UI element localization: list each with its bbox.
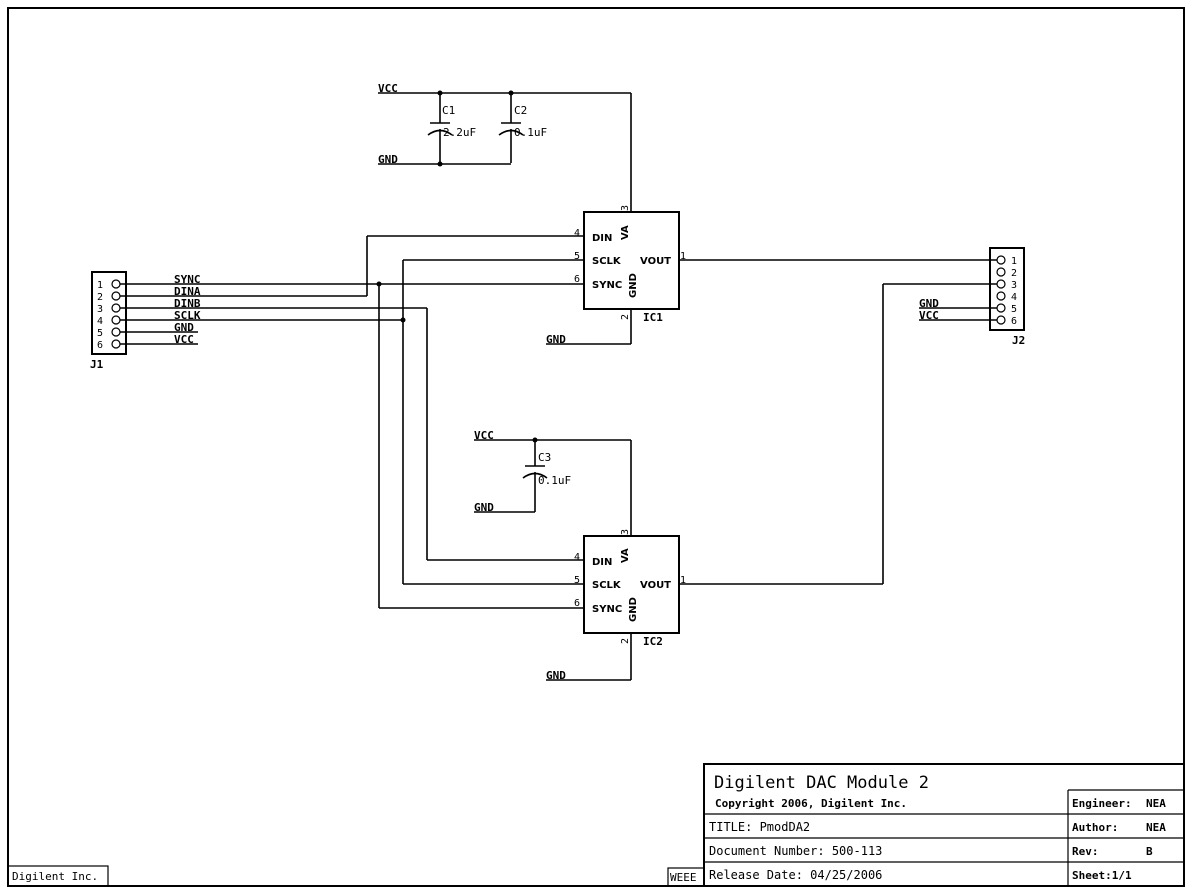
j1-pin-6: 6 [97, 340, 103, 351]
ic2-pinnum-gnd: 2 [620, 638, 631, 644]
ic2: DIN SCLK SYNC VOUT VA GND 4 5 6 1 3 2 IC… [546, 529, 686, 682]
c1-value: 2.2uF [443, 126, 476, 139]
j2-net-gnd: GND [919, 297, 939, 310]
c1-ref: C1 [442, 104, 455, 117]
ic1: DIN SCLK SYNC VOUT VA GND 4 5 6 1 3 2 IC… [546, 205, 686, 346]
ic2-pin-sync: SYNC [592, 604, 622, 615]
j1-net-sclk: SCLK [174, 309, 201, 322]
tb-rev-label: Rev: [1072, 845, 1099, 858]
j2-pin-2: 2 [1011, 268, 1017, 279]
vcc-label-top: VCC [378, 82, 398, 95]
j1-net-dina: DINA [174, 285, 201, 298]
gnd-label-top: GND [378, 153, 398, 166]
j1-net-vcc: VCC [174, 333, 194, 346]
c3-ref: C3 [538, 451, 551, 464]
ic1-pin-vout: VOUT [640, 256, 671, 267]
ic1-pinnum-sclk: 5 [574, 251, 580, 262]
title-block: Digilent DAC Module 2 Copyright 2006, Di… [703, 763, 1185, 887]
tb-author-value: NEA [1146, 821, 1166, 834]
tb-main-title: Digilent DAC Module 2 [714, 773, 929, 793]
ic2-pin-sclk: SCLK [592, 580, 622, 591]
ic2-pinnum-sync: 6 [574, 598, 580, 609]
j1-net-dinb: DINB [174, 297, 201, 310]
ic1-pin-sclk: SCLK [592, 256, 622, 267]
sheet-border [7, 7, 1185, 887]
j1-pin-5: 5 [97, 328, 103, 339]
ic2-pinnum-vout: 1 [680, 575, 686, 586]
capacitor-c2: C2 0.1uF [498, 93, 547, 163]
tb-engineer-value: NEA [1146, 797, 1166, 810]
ic1-pin-gnd: GND [628, 273, 639, 298]
j1-pins: 1 2 3 4 5 6 [97, 279, 121, 351]
ic2-ref: IC2 [643, 635, 663, 648]
connector-j2: 1 2 3 4 5 6 J2 GND VCC [919, 247, 1025, 347]
j1-pin-1: 1 [97, 280, 103, 291]
j1-pin-3: 3 [97, 304, 103, 315]
gnd-label-ic1: GND [546, 333, 566, 346]
tb-title: TITLE: PmodDA2 [709, 820, 810, 834]
j1-net-sync: SYNC [174, 273, 201, 286]
j1-net-gnd: GND [174, 321, 194, 334]
c2-value: 0.1uF [514, 126, 547, 139]
ic2-pin-va: VA [620, 548, 631, 563]
ic1-pinnum-va: 3 [620, 205, 631, 211]
tb-release-date: Release Date: 04/25/2006 [709, 868, 882, 882]
tb-document-number: Document Number: 500-113 [709, 844, 882, 858]
signal-wires [120, 235, 997, 609]
ic2-pinnum-din: 4 [574, 552, 580, 563]
ic2-pin-vout: VOUT [640, 580, 671, 591]
j2-ref: J2 [1012, 334, 1025, 347]
capacitor-c3: C3 0.1uF [522, 440, 571, 512]
ic1-ref: IC1 [643, 311, 663, 324]
ic2-pin-gnd: GND [628, 597, 639, 622]
j2-pin-6: 6 [1011, 316, 1017, 327]
ic1-pinnum-din: 4 [574, 228, 580, 239]
j2-pin-3: 3 [1011, 280, 1017, 291]
ic1-pinnum-gnd: 2 [620, 314, 631, 320]
j2-net-vcc: VCC [919, 309, 939, 322]
c2-ref: C2 [514, 104, 527, 117]
j2-pin-5: 5 [1011, 304, 1017, 315]
tb-copyright: Copyright 2006, Digilent Inc. [715, 797, 907, 810]
ic1-pin-din: DIN [592, 233, 612, 244]
c3-value: 0.1uF [538, 474, 571, 487]
j2-pin-4: 4 [1011, 292, 1017, 303]
power-section-bottom: VCC C3 0.1uF GND [474, 429, 632, 536]
weee-text: WEEE [670, 871, 697, 884]
ic1-pin-sync: SYNC [592, 280, 622, 291]
ic2-pinnum-sclk: 5 [574, 575, 580, 586]
company-name: Digilent Inc. [12, 870, 98, 883]
company-box: Digilent Inc. [7, 865, 109, 887]
ic1-pin-va: VA [620, 225, 631, 240]
j1-pin-4: 4 [97, 316, 103, 327]
tb-sheet: Sheet:1/1 [1072, 869, 1132, 882]
ic2-pinnum-va: 3 [620, 529, 631, 535]
weee-marker: WEEE [667, 867, 705, 887]
j1-ref: J1 [90, 358, 104, 371]
ic2-pin-din: DIN [592, 557, 612, 568]
connector-j1: 1 2 3 4 5 6 J1 SYNC DINA DINB SCLK GND V… [90, 271, 201, 371]
gnd-label-ic2: GND [546, 669, 566, 682]
ic1-pinnum-vout: 1 [680, 251, 686, 262]
tb-rev-value: B [1146, 845, 1153, 858]
j2-pin-1: 1 [1011, 256, 1017, 267]
tb-engineer-label: Engineer: [1072, 797, 1132, 810]
ic1-pinnum-sync: 6 [574, 274, 580, 285]
power-section-top: VCC C1 2.2uF C2 0.1uF GND [378, 82, 632, 212]
capacitor-c1: C1 2.2uF [427, 93, 476, 163]
tb-author-label: Author: [1072, 821, 1118, 834]
vcc-label-bottom: VCC [474, 429, 494, 442]
j1-pin-2: 2 [97, 292, 103, 303]
gnd-label-c3: GND [474, 501, 494, 514]
